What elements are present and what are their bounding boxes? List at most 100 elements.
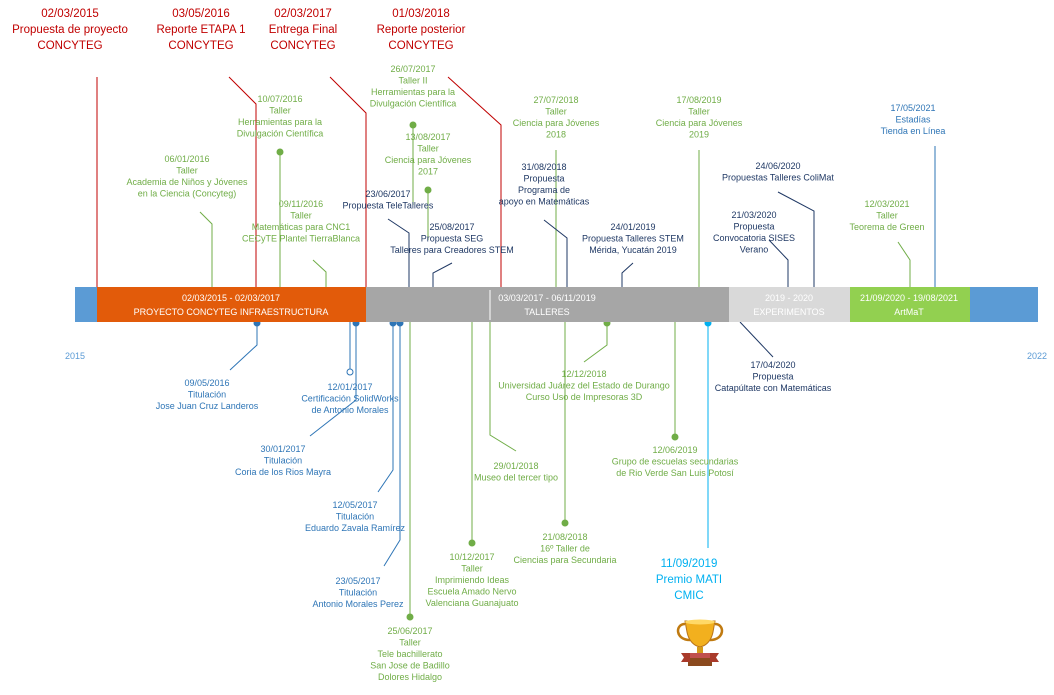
segment-artmat-dates: 21/09/2020 - 19/08/2021	[860, 293, 958, 303]
ev-propuesta-seg-leader	[432, 262, 453, 287]
ev-taller-matematicas-cnc1-line: Matemáticas para CNC1	[252, 222, 351, 232]
ev-taller-herramientas-2016-marker	[276, 148, 284, 156]
ev-taller-imprimiendo-line: Escuela Amado Nervo	[427, 587, 516, 597]
ev-museo-line: Museo del tercer tipo	[474, 473, 558, 483]
ev-estadias-date: 17/05/2021	[890, 103, 935, 113]
ev-taller-imprimiendo-marker	[468, 539, 476, 547]
ev-grupo-rio-verde-date: 12/06/2019	[652, 445, 697, 455]
ev-propuesta-sises-date: 21/03/2020	[731, 210, 776, 220]
ev-taller-ciencia-2017-line: Taller	[417, 144, 439, 154]
segment-concyteg-name: PROYECTO CONCYTEG INFRAESTRUCTURA	[134, 307, 329, 317]
ev-taller-academia-line: Academia de Niños y Jóvenes	[126, 177, 248, 187]
ev-taller-herramientas-2017-line: Taller II	[398, 76, 427, 86]
ev-reporte-posterior-line: CONCYTEG	[388, 40, 453, 52]
ev-taller-herramientas-2017-line: Divulgación Científica	[370, 99, 457, 109]
ev-taller-academia-date: 06/01/2016	[164, 154, 209, 164]
segment-talleres-name: TALLERES	[524, 307, 569, 317]
ev-propuesta-stem-merida-line: Mérida, Yucatán 2019	[589, 245, 676, 255]
ev-entrega-final-line: Entrega Final	[269, 24, 337, 36]
ev-propuesta-concyteg-date: 02/03/2015	[41, 8, 99, 20]
ev-taller-tele-bachillerato-line: Tele bachillerato	[377, 649, 442, 659]
ev-titulacion-landeros-leader	[229, 322, 258, 371]
ev-propuesta-seg-date: 25/08/2017	[429, 222, 474, 232]
ev-taller-ciencia-2019-date: 17/08/2019	[676, 95, 721, 105]
ev-taller-herramientas-2016-line: Divulgación Científica	[237, 129, 324, 139]
ev-entrega-final-date: 02/03/2017	[274, 8, 332, 20]
ev-reporte-posterior-leader	[447, 76, 502, 287]
ev-titulacion-morales-line: Antonio Morales Perez	[312, 599, 404, 609]
axis-end-label: 2022	[1027, 351, 1047, 361]
ev-propuesta-sises-leader	[768, 239, 789, 287]
segment-talleres-dates: 03/03/2017 - 06/11/2019	[498, 293, 595, 303]
ev-propuesta-programa-line: apoyo en Matemáticas	[499, 197, 590, 207]
ev-taller-tele-bachillerato-marker	[406, 613, 414, 621]
ev-taller-tele-bachillerato-line: San Jose de Badillo	[370, 661, 450, 671]
ev-propuesta-seg-line: Propuesta SEG	[421, 234, 484, 244]
ev-titulacion-morales-leader	[383, 322, 401, 567]
ev-titulacion-zavala-date: 12/05/2017	[332, 500, 377, 510]
ev-propuesta-colimat-leader	[777, 191, 815, 287]
ev-taller-secundaria-line: 16º Taller de	[540, 544, 590, 554]
ev-titulacion-coria-date: 30/01/2017	[260, 444, 305, 454]
ev-reporte-posterior-date: 01/03/2018	[392, 8, 450, 20]
axis-start-label: 2015	[65, 351, 85, 361]
ev-taller-ciencia-2019-line: Taller	[688, 107, 710, 117]
ev-taller-ciencia-2018-date: 27/07/2018	[533, 95, 578, 105]
ev-premio-mati-date: 11/09/2019	[661, 558, 718, 570]
ev-propuesta-sises-line: Convocatoria SISES	[713, 233, 795, 243]
ev-taller-tele-bachillerato-line: Taller	[399, 638, 421, 648]
ev-curso-impresoras-date: 12/12/2018	[561, 369, 606, 379]
ev-taller-ciencia-2017-date: 13/08/2017	[405, 132, 450, 142]
ev-taller-academia-leader	[199, 211, 213, 287]
ev-premio-mati-line: CMIC	[674, 590, 703, 602]
segment-concyteg-dates: 02/03/2015 - 02/03/2017	[182, 293, 280, 303]
ev-taller-ciencia-2017-marker	[424, 186, 432, 194]
ev-taller-academia-line: en la Ciencia (Concyteg)	[138, 189, 237, 199]
ev-titulacion-coria-leader	[309, 322, 357, 437]
ev-certificacion-solidworks-date: 12/01/2017	[327, 382, 372, 392]
ev-taller-ciencia-2017-line: 2017	[418, 167, 438, 177]
ev-certificacion-solidworks-line: de Antonio Morales	[311, 405, 389, 415]
ev-titulacion-coria-line: Titulación	[264, 456, 302, 466]
ev-taller-ciencia-2019-line: 2019	[689, 130, 709, 140]
ev-taller-matematicas-cnc1-line: CECyTE Plantel TierraBlanca	[242, 234, 360, 244]
ev-propuesta-colimat-line: Propuestas Talleres ColiMat	[722, 173, 834, 183]
ev-titulacion-morales-date: 23/05/2017	[335, 576, 380, 586]
ev-propuesta-catapultate-line: Propuesta	[752, 372, 793, 382]
ev-propuesta-teletalleres-date: 23/06/2017	[365, 189, 410, 199]
segment-experimentos-name: EXPERIMENTOS	[753, 307, 824, 317]
ev-taller-matematicas-cnc1-leader	[312, 259, 327, 287]
ev-titulacion-zavala-line: Titulación	[336, 512, 374, 522]
ev-taller-tele-bachillerato-line: Dolores Hidalgo	[378, 672, 442, 682]
ev-propuesta-colimat-date: 24/06/2020	[755, 161, 800, 171]
ev-propuesta-catapultate-leader	[739, 321, 774, 358]
ev-taller-secundaria-line: Ciencias para Secundaria	[513, 555, 616, 565]
ev-taller-green-line: Taller	[876, 211, 898, 221]
ev-grupo-rio-verde-line: Grupo de escuelas secundarias	[612, 457, 739, 467]
ev-taller-ciencia-2018-line: Taller	[545, 107, 567, 117]
ev-entrega-final-leader	[329, 76, 367, 287]
ev-titulacion-coria-line: Coria de los Rios Mayra	[235, 467, 331, 477]
ev-grupo-rio-verde-marker	[671, 433, 679, 441]
ev-taller-academia-line: Taller	[176, 166, 198, 176]
segment-artmat-name: ArtMaT	[894, 307, 924, 317]
ev-propuesta-stem-merida-line: Propuesta Talleres STEM	[582, 234, 684, 244]
